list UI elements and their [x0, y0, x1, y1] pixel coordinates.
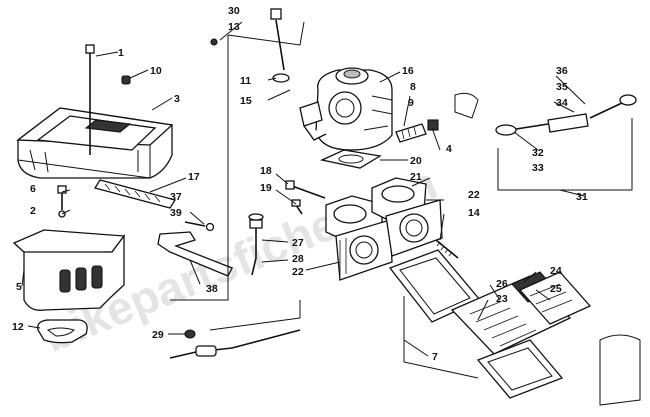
callout-12: 12 — [12, 321, 24, 333]
callout-35: 35 — [556, 81, 568, 93]
carb-gasket — [319, 149, 382, 169]
callout-2: 2 — [30, 205, 36, 217]
callout-22-top: 22 — [468, 189, 480, 201]
cable-nut — [427, 119, 439, 131]
throttle-cable — [169, 329, 301, 359]
callout-7: 7 — [432, 351, 438, 363]
flange-bolt-19 — [291, 199, 303, 215]
callout-3: 3 — [174, 93, 180, 105]
support-bracket — [157, 221, 233, 277]
callout-36: 36 — [556, 65, 568, 77]
callout-26: 26 — [496, 278, 508, 290]
group-divider — [170, 21, 305, 301]
callout-1: 1 — [118, 47, 124, 59]
linkage-group-bracket — [497, 118, 633, 191]
base-gasket — [37, 319, 88, 344]
callout-31: 31 — [576, 191, 588, 203]
small-screw — [57, 185, 67, 218]
callout-24: 24 — [550, 265, 562, 277]
callout-29: 29 — [152, 329, 164, 341]
reed-group-bracket — [403, 296, 479, 379]
callout-22-bottom: 22 — [292, 266, 304, 278]
callout-32: 32 — [532, 147, 544, 159]
callout-4: 4 — [446, 143, 452, 155]
callout-13: 13 — [228, 21, 240, 33]
choke-plunger — [395, 123, 427, 143]
flange-bolt — [285, 180, 326, 199]
ball-joint-link — [495, 94, 637, 136]
callout-34: 34 — [556, 97, 568, 109]
carburetor-stud — [270, 8, 285, 71]
callout-20: 20 — [410, 155, 422, 167]
carburetor-body — [299, 67, 393, 151]
callout-8: 8 — [410, 81, 416, 93]
callout-10: 10 — [150, 65, 162, 77]
callout-9: 9 — [408, 97, 414, 109]
air-silencer-lid — [16, 107, 174, 179]
callout-23: 23 — [496, 293, 508, 305]
callout-18: 18 — [260, 165, 272, 177]
mounting-rail — [93, 179, 177, 209]
reed-lower-gasket — [476, 339, 564, 399]
callout-38: 38 — [206, 283, 218, 295]
callout-21: 21 — [410, 171, 422, 183]
callout-17: 17 — [188, 171, 200, 183]
engine-outline — [454, 92, 641, 406]
air-silencer-base — [12, 229, 126, 311]
leader-lines — [21, 21, 586, 357]
callout-28: 28 — [292, 253, 304, 265]
stud-14 — [435, 239, 459, 259]
callout-19: 19 — [260, 182, 272, 194]
callout-16: 16 — [402, 65, 414, 77]
screw-30 — [210, 38, 218, 46]
callout-15: 15 — [240, 95, 252, 107]
intake-flange-left — [325, 195, 393, 281]
callout-39: 39 — [170, 207, 182, 219]
callout-14: 14 — [468, 207, 480, 219]
intake-flange-right — [371, 177, 443, 257]
callout-11: 11 — [240, 75, 251, 87]
washer-11 — [272, 73, 290, 83]
primer-fitting — [248, 213, 264, 276]
callout-30: 30 — [228, 5, 240, 17]
reed-stopper — [518, 271, 592, 325]
group-divider-2 — [209, 300, 301, 331]
callout-33: 33 — [532, 162, 544, 174]
lid-grommet — [121, 75, 131, 85]
callout-27: 27 — [292, 237, 304, 249]
callout-37: 37 — [170, 191, 182, 203]
nut-29 — [184, 329, 196, 339]
callout-6: 6 — [30, 183, 36, 195]
lid-screw — [85, 44, 95, 155]
callout-25: 25 — [550, 283, 562, 295]
callout-5: 5 — [16, 281, 22, 293]
